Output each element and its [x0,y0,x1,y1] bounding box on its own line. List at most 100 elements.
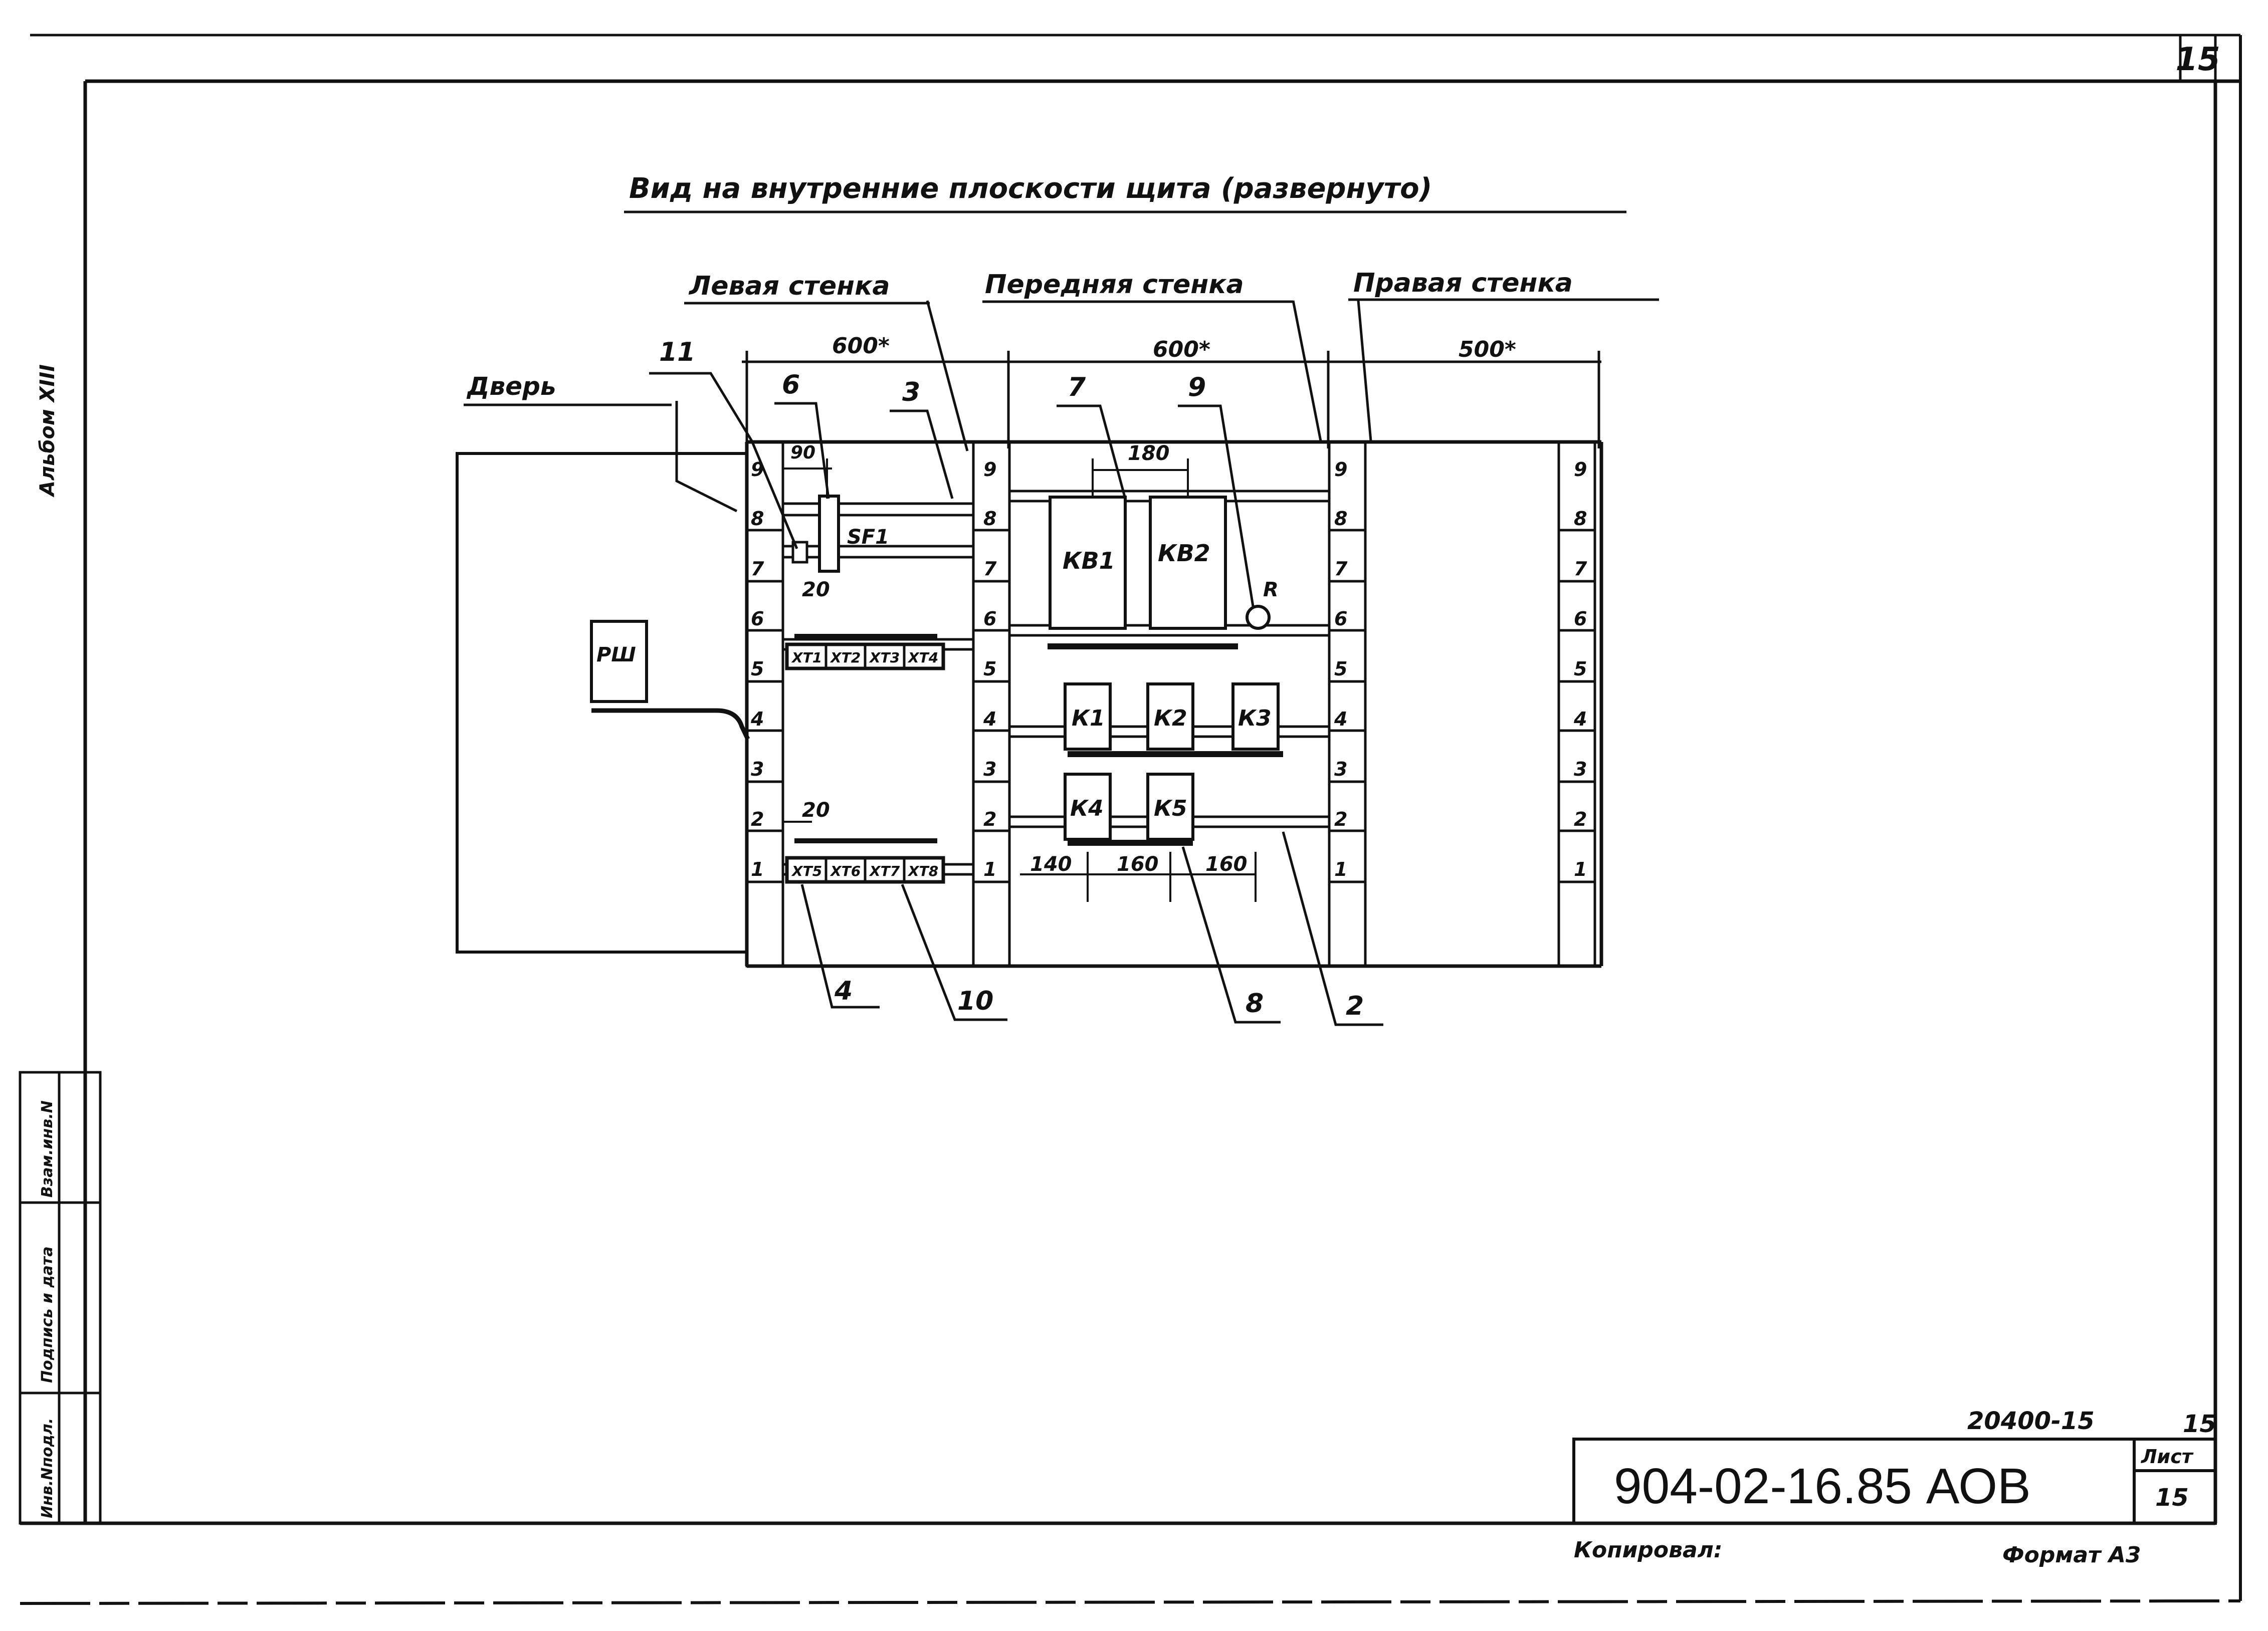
leader-10: 10 [957,986,993,1016]
inventory-number: 20400-15 [1967,1407,2095,1435]
rail-num: 6 [1574,608,1587,630]
resistor-r [1246,605,1271,630]
dim-20-lower: 20 [802,799,830,822]
dim-90: 90 [790,442,815,463]
rail-num: 1 [1574,858,1587,880]
right-wall-label: Правая стенка [1353,268,1573,298]
rail-num: 8 [751,508,764,530]
dim-front-width: 600* [1153,337,1210,362]
dim-140: 140 [1030,853,1072,876]
sheet-number: 15 [2155,1484,2189,1512]
rail-num: 6 [1334,608,1347,630]
rail-num: 7 [1334,558,1348,580]
relay-k5: К5 [1146,773,1194,841]
relay-k3: К3 [1231,682,1280,751]
door-device-label: РШ [596,643,636,666]
rail-num: 9 [1334,458,1347,481]
rail-num: 7 [1574,558,1587,580]
dim-180: 180 [1128,442,1170,465]
contactor-kb2: КВ2 [1149,496,1227,630]
rail-num: 3 [751,758,764,780]
door-cable [591,708,750,740]
door-device [590,620,648,703]
terminal-label: ХТ2 [830,649,861,666]
rail-num: 9 [751,458,764,481]
rail-strip-1 [745,440,784,968]
leader-11: 11 [659,337,695,367]
album-label: Альбом XIII [36,364,59,498]
leader-4: 4 [834,976,853,1006]
rail-num: 5 [1574,658,1587,680]
sheet-frame [20,34,2242,1605]
breaker-sf1 [818,495,840,573]
rail-num: 9 [983,458,996,481]
rail-num: 1 [983,858,996,880]
rail-num: 6 [751,608,764,630]
rail-num: 3 [1574,758,1587,780]
left-wall-label: Левая стенка [688,271,890,301]
format-label: Формат А3 [2002,1542,2141,1568]
corner-number: 15 [2175,41,2220,78]
rail-num: 4 [983,708,996,730]
leader-9: 9 [1188,372,1206,402]
relay-label: К5 [1154,796,1187,821]
relay-label: К3 [1238,706,1272,731]
relay-k4: К4 [1064,773,1112,841]
drawing-title: Вид на внутренние плоскости щита (развер… [629,172,1432,205]
rail-num: 4 [1573,708,1587,730]
leader-3: 3 [902,377,920,407]
title-block-frame [1572,1438,2217,1525]
breaker-sf1-label: SF1 [847,526,889,549]
rail-num: 2 [1334,808,1347,830]
stamp-signature-label: Подпись и дата [39,1247,56,1383]
dim-right-width: 500* [1459,337,1516,362]
contactor-label: КВ1 [1063,547,1115,574]
leader-2: 2 [1346,991,1364,1021]
rail-num: 3 [1334,758,1347,780]
front-wall-label: Передняя стенка [985,270,1244,300]
rail-num: 5 [1334,658,1347,680]
rail-numbers-4: 9 8 7 6 5 4 3 2 1 [1573,458,1587,880]
terminal-label: ХТ3 [869,649,900,666]
leader-6: 6 [782,370,800,400]
terminal-block-bottom: ХТ5 ХТ6 ХТ7 ХТ8 [785,856,945,884]
sheet-number-top: 15 [2183,1410,2216,1438]
terminal-label: ХТ7 [869,863,900,879]
terminal-label: ХТ5 [791,863,822,879]
rail-num: 4 [750,708,764,730]
terminal-label: ХТ1 [791,649,822,666]
copied-by-label: Копировал: [1574,1537,1723,1563]
rail-num: 1 [751,858,764,880]
relay-label: К1 [1072,706,1105,731]
overall-dimensions [742,351,1601,448]
dim-160-b: 160 [1205,853,1248,876]
rail-num: 9 [1574,458,1587,481]
stamp-inventory-label: Инв.Nподл. [39,1418,56,1518]
rail-strip-3 [1328,440,1367,968]
rail-num: 8 [1574,508,1587,530]
terminal-label: ХТ8 [907,863,938,879]
rail-num: 2 [983,808,996,830]
rail-strip-4 [1557,440,1596,968]
leader-8: 8 [1246,989,1264,1019]
rail-num: 4 [1334,708,1347,730]
terminal-label: ХТ4 [907,649,938,666]
contactor-kb1: КВ1 [1049,496,1127,630]
dim-left-width: 600* [832,333,890,359]
rail-numbers-3: 9 8 7 6 5 4 3 2 1 [1334,458,1348,880]
rail-numbers-2: 9 8 7 6 5 4 3 2 1 [983,458,997,880]
sheet-label: Лист [2141,1446,2194,1468]
rail-num: 1 [1334,858,1347,880]
rail-num: 8 [983,508,996,530]
terminal-block-top: ХТ1 ХТ2 ХТ3 ХТ4 [785,642,945,670]
rail-strip-2 [972,440,1011,968]
dim-20-upper: 20 [802,578,830,601]
resistor-label: R [1263,578,1279,601]
leader-7: 7 [1068,372,1086,402]
door-label: Дверь [466,372,556,401]
rail-num: 5 [983,658,996,680]
drawing-code: 904-02-16.85 АОВ [1614,1458,2031,1514]
rail-num: 2 [1574,808,1587,830]
rail-num: 7 [983,558,997,580]
